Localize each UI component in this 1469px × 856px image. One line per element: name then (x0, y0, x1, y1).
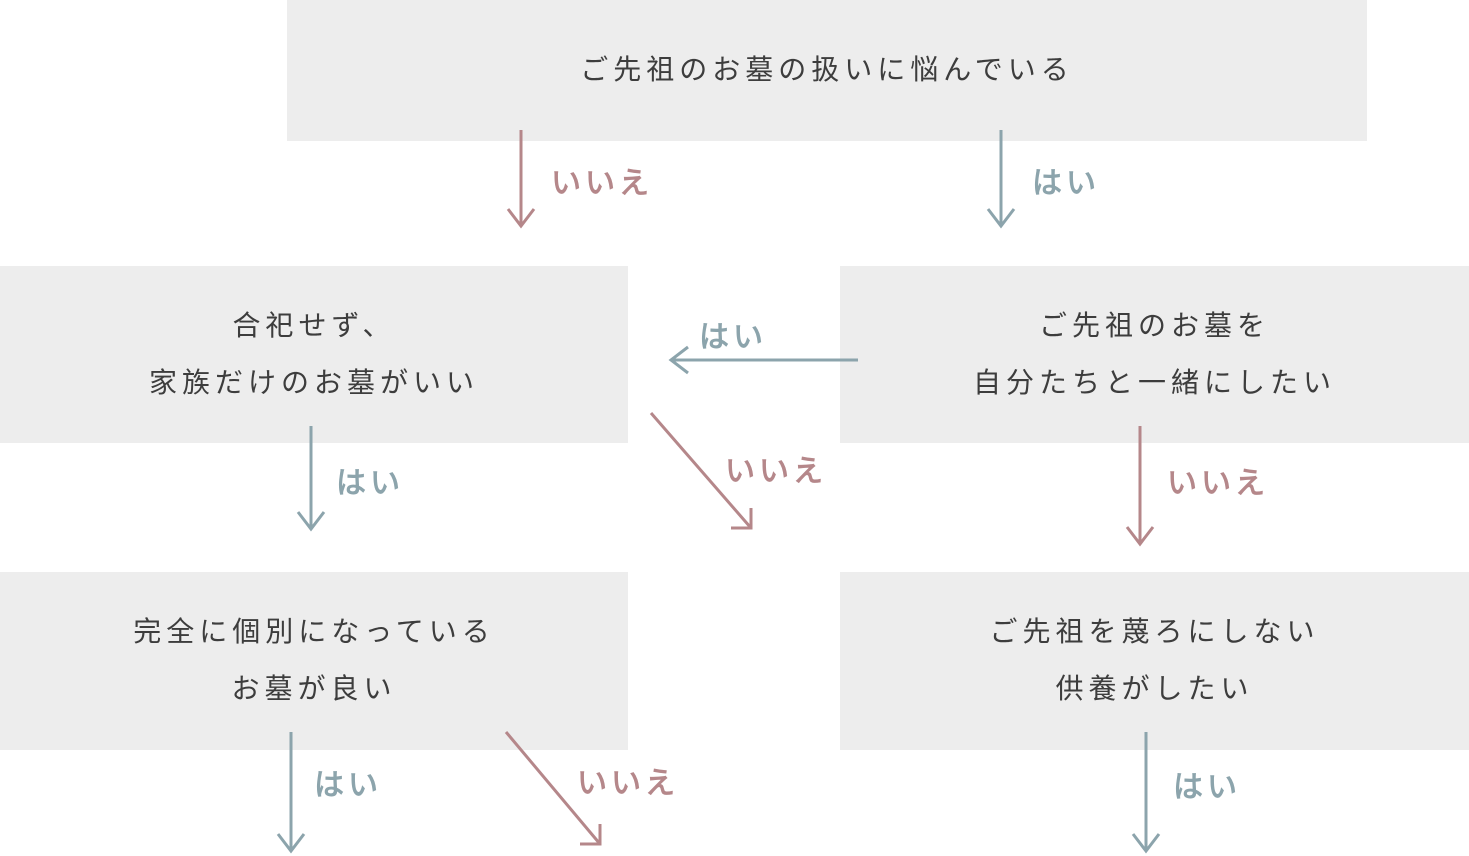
edge-label-together-no-diag: いいえ (725, 455, 827, 488)
edge-label-individual-no-diag: いいえ (577, 767, 679, 800)
node-together-line2: 自分たちと一緒にしたい (972, 367, 1336, 399)
node-family-line1: 合祀せず、 (232, 310, 396, 342)
arrow-start-no-down-icon (506, 130, 536, 229)
edge-label-start-yes: はい (1032, 167, 1100, 200)
arrow-together-yes-left-icon (668, 345, 858, 375)
arrow-together-no-diagonal-icon (649, 412, 753, 530)
edge-label-family-yes: はい (336, 467, 404, 500)
edge-label-individual-yes: はい (314, 769, 382, 802)
node-together-line1: ご先祖のお墓を (1038, 310, 1270, 342)
edge-label-memorial-yes: はい (1173, 771, 1241, 804)
node-family-line2: 家族だけのお墓がいい (148, 367, 479, 399)
node-memorial-line2: 供養がしたい (1055, 674, 1254, 705)
edge-label-together-yes: はい (699, 321, 767, 354)
edge-label-start-no: いいえ (551, 167, 653, 200)
node-individual-line2: お墓が良い (231, 674, 397, 705)
node-memorial-line1: ご先祖を蔑ろにしない (989, 617, 1320, 648)
node-family-only-grave: 合祀せず、 家族だけのお墓がいい (0, 266, 628, 443)
node-start-text: ご先祖のお墓の扱いに悩んでいる (580, 55, 1074, 86)
edge-label-together-no-down: いいえ (1167, 467, 1269, 500)
node-memorial-service: ご先祖を蔑ろにしない 供養がしたい (840, 572, 1469, 750)
node-start: ご先祖のお墓の扱いに悩んでいる (287, 0, 1367, 141)
node-individual-grave: 完全に個別になっている お墓が良い (0, 572, 628, 750)
arrow-together-no-down-icon (1125, 426, 1155, 547)
node-individual-line1: 完全に個別になっている (133, 617, 495, 648)
arrow-start-yes-down-icon (986, 130, 1016, 229)
node-together-with-ancestors: ご先祖のお墓を 自分たちと一緒にしたい (840, 266, 1469, 443)
